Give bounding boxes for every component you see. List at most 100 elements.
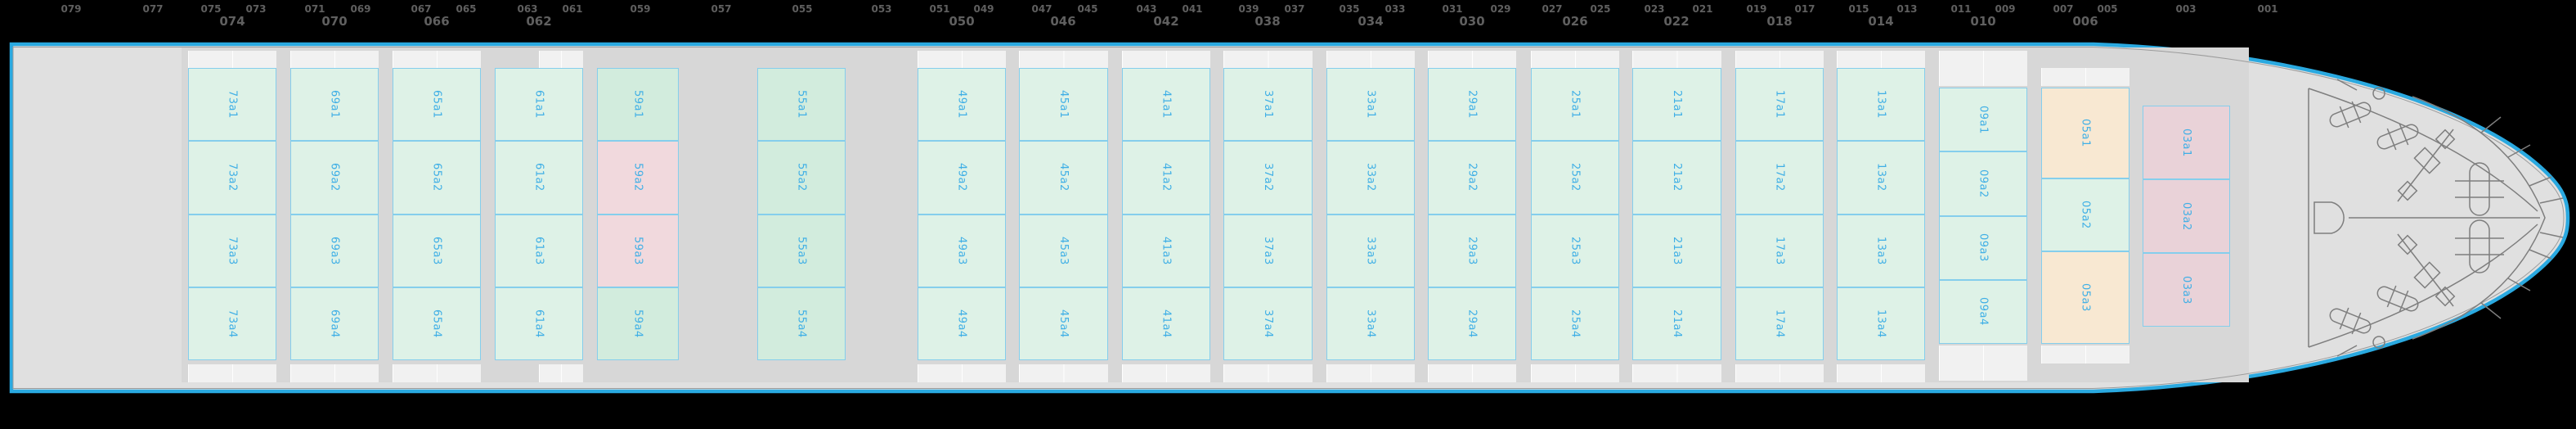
bay-cell[interactable]: 65a1 — [393, 68, 481, 142]
cell-label: 59a3 — [631, 236, 644, 265]
bay-cell[interactable]: 29a3 — [1428, 214, 1516, 287]
bay-cell[interactable]: 21a4 — [1632, 287, 1721, 360]
axis-label: 041 — [1182, 3, 1203, 15]
bay-cell[interactable]: 41a3 — [1122, 214, 1210, 287]
bay-cell[interactable]: 37a4 — [1223, 287, 1313, 360]
bay-cell[interactable]: 03a3 — [2143, 253, 2230, 327]
frame-tick — [2336, 232, 2564, 357]
mooring-winch-icon — [2376, 123, 2419, 151]
bay-cell[interactable]: 55a3 — [757, 214, 846, 287]
cell-label: 49a4 — [955, 309, 968, 338]
bay-cell[interactable]: 59a2 — [597, 141, 679, 214]
bay-cell[interactable]: 49a4 — [918, 287, 1006, 360]
bay-cell[interactable]: 73a4 — [188, 287, 276, 360]
bay-cell[interactable]: 37a2 — [1223, 141, 1313, 214]
bay-cell[interactable]: 33a2 — [1326, 141, 1415, 214]
bay-cell[interactable]: 25a2 — [1531, 141, 1619, 214]
bay-cell[interactable]: 49a3 — [918, 214, 1006, 287]
bay-cell[interactable]: 55a2 — [757, 141, 846, 214]
hatch-strip — [1223, 51, 1313, 68]
bay-cell[interactable]: 45a3 — [1019, 214, 1108, 287]
bay-cell[interactable]: 03a1 — [2143, 106, 2230, 179]
axis-label: 046 — [1050, 14, 1076, 29]
bay-cell[interactable]: 65a3 — [393, 214, 481, 287]
bay-cell[interactable]: 59a4 — [597, 287, 679, 360]
bay-cell[interactable]: 09a3 — [1939, 215, 2027, 280]
bay-cell[interactable]: 33a1 — [1326, 68, 1415, 142]
bay-cell[interactable]: 05a2 — [2041, 178, 2129, 251]
bay-cell[interactable]: 45a2 — [1019, 141, 1108, 214]
bay-cell[interactable]: 55a1 — [757, 68, 846, 142]
bay-cell[interactable]: 41a4 — [1122, 287, 1210, 360]
bay-cell[interactable]: 13a1 — [1837, 68, 1925, 142]
bay-cell[interactable]: 65a2 — [393, 141, 481, 214]
bay-cell[interactable]: 49a1 — [918, 68, 1006, 142]
bay-cell[interactable]: 33a4 — [1326, 287, 1415, 360]
bay-cell[interactable]: 25a1 — [1531, 68, 1619, 142]
bay-cell[interactable]: 09a4 — [1939, 279, 2027, 344]
bay-cell[interactable]: 25a3 — [1531, 214, 1619, 287]
axis-label: 049 — [973, 3, 994, 15]
bay-cell[interactable]: 45a1 — [1019, 68, 1108, 142]
bay-cell[interactable]: 73a3 — [188, 214, 276, 287]
hatch-strip — [1837, 51, 1925, 68]
bay-cell[interactable]: 13a4 — [1837, 287, 1925, 360]
bay-cell[interactable]: 05a3 — [2041, 251, 2129, 344]
cell-label: 05a2 — [2079, 201, 2092, 229]
hatch-strip — [1326, 51, 1415, 68]
bay-cell[interactable]: 69a1 — [290, 68, 379, 142]
mooring-winch-icon — [2376, 285, 2419, 313]
bay-cell[interactable]: 69a2 — [290, 141, 379, 214]
bay-cell[interactable]: 25a4 — [1531, 287, 1619, 360]
bay-cell[interactable]: 05a1 — [2041, 88, 2129, 178]
bay-cell[interactable]: 65a4 — [393, 287, 481, 360]
bay-cell[interactable]: 17a3 — [1735, 214, 1824, 287]
bay-cell[interactable]: 17a1 — [1735, 68, 1824, 142]
axis-label: 045 — [1077, 3, 1098, 15]
bay-cell[interactable]: 21a1 — [1632, 68, 1721, 142]
bay-cell[interactable]: 61a3 — [495, 214, 583, 287]
cell-label: 69a2 — [328, 163, 341, 192]
bay-cell[interactable]: 37a3 — [1223, 214, 1313, 287]
bay-cell[interactable]: 09a2 — [1939, 151, 2027, 216]
bay-cell[interactable]: 13a2 — [1837, 141, 1925, 214]
bay-cell[interactable]: 59a1 — [597, 68, 679, 142]
hatch-strip — [1939, 51, 2027, 86]
hatch-strip — [1531, 364, 1619, 382]
bay-cell[interactable]: 69a3 — [290, 214, 379, 287]
bay-cell[interactable]: 61a2 — [495, 141, 583, 214]
fairlead-circle-icon — [2372, 87, 2385, 100]
inner-hull-line — [12, 47, 2565, 389]
bay-cell[interactable]: 33a3 — [1326, 214, 1415, 287]
bay-cell[interactable]: 37a1 — [1223, 68, 1313, 142]
bay-cell[interactable]: 13a3 — [1837, 214, 1925, 287]
bay-cell[interactable]: 17a4 — [1735, 287, 1824, 360]
bay-cell[interactable]: 61a4 — [495, 287, 583, 360]
hatch-strip — [1837, 364, 1925, 382]
bay-cell[interactable]: 21a3 — [1632, 214, 1721, 287]
bay-cell[interactable]: 29a2 — [1428, 141, 1516, 214]
bay-cell[interactable]: 03a2 — [2143, 179, 2230, 253]
vertical-winch-icon — [2455, 162, 2504, 216]
bay-cell[interactable]: 41a1 — [1122, 68, 1210, 142]
bay-cell[interactable]: 59a3 — [597, 214, 679, 287]
bay-cell[interactable]: 29a4 — [1428, 287, 1516, 360]
bay-cell[interactable]: 73a2 — [188, 141, 276, 214]
cell-label: 21a3 — [1671, 236, 1683, 265]
bay-cell[interactable]: 09a1 — [1939, 88, 2027, 152]
axis-label: 079 — [61, 3, 82, 15]
bay-cell[interactable]: 55a4 — [757, 287, 846, 360]
bay-cell[interactable]: 49a2 — [918, 141, 1006, 214]
bay-cell[interactable]: 21a2 — [1632, 141, 1721, 214]
bay-cell[interactable]: 73a1 — [188, 68, 276, 142]
cell-label: 33a1 — [1364, 90, 1377, 120]
bay-cell[interactable]: 61a1 — [495, 68, 583, 142]
bay-cell[interactable]: 17a2 — [1735, 141, 1824, 214]
bay-cell[interactable]: 41a2 — [1122, 141, 1210, 214]
bay-cell[interactable]: 45a4 — [1019, 287, 1108, 360]
bay-cell[interactable]: 69a4 — [290, 287, 379, 360]
bay-cell[interactable]: 29a1 — [1428, 68, 1516, 142]
cell-label: 05a3 — [2079, 283, 2092, 312]
